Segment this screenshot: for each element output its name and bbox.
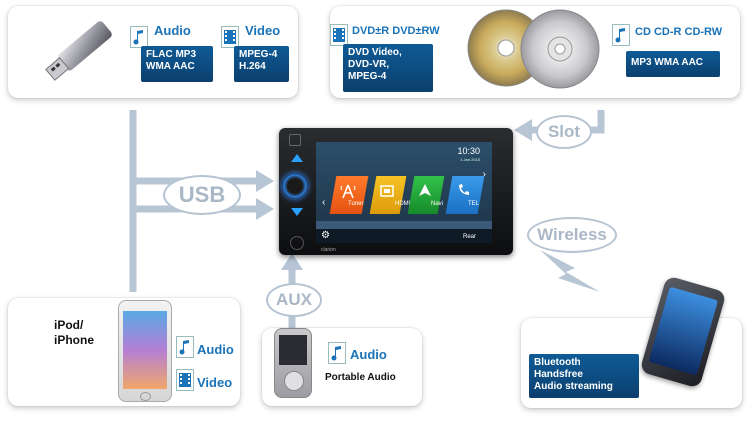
tile-hdmi-label: HDMI	[395, 201, 411, 207]
screen-bottom-bar	[316, 229, 492, 243]
wireless-bubble: Wireless	[527, 217, 617, 253]
usb-audio-title: Audio	[154, 23, 191, 38]
dvd-film-icon	[330, 24, 348, 46]
ipod-video-film-icon	[176, 369, 194, 391]
iphone-image	[118, 300, 172, 402]
disc-media-panel: DVD±R DVD±RW DVD Video, DVD-VR, MPEG-4 C…	[330, 6, 740, 98]
home-button[interactable]	[291, 208, 303, 216]
cd-formats: MP3 WMA AAC	[626, 51, 720, 77]
volume-knob[interactable]	[282, 173, 308, 199]
screen-next-arrow[interactable]: ›	[482, 169, 486, 180]
portable-player-image	[274, 328, 312, 398]
usb-stick-icon	[45, 21, 112, 81]
brand-label: clarion	[321, 247, 336, 253]
usb-arrow-lower	[256, 198, 274, 220]
cd-title: CD CD-R CD-RW	[635, 26, 723, 38]
usb-video-title: Video	[245, 23, 281, 38]
audio-note-icon	[130, 26, 148, 48]
portable-device-label: Portable Audio	[325, 372, 396, 383]
ipod-panel: iPod/ iPhone Audio Video	[8, 298, 240, 406]
video-film-icon	[221, 26, 239, 48]
aux-bubble: AUX	[266, 283, 322, 317]
tile-tuner-label: Tuner	[348, 201, 364, 207]
portable-audio-panel: Audio Portable Audio	[262, 328, 422, 406]
slot-arrow	[514, 119, 532, 141]
screen-rear-label[interactable]: Rear	[462, 234, 476, 240]
screen-prev-arrow[interactable]: ‹	[322, 197, 326, 208]
dvd-formats: DVD Video, DVD-VR, MPEG-4	[343, 44, 433, 92]
usb-video-formats: MPEG-4 H.264	[234, 46, 289, 82]
ipod-device-label: iPod/ iPhone	[54, 318, 95, 347]
usb-audio-formats: FLAC MP3 WMA AAC	[141, 46, 213, 82]
screen-status-bar	[316, 221, 492, 229]
eject-button[interactable]	[291, 154, 303, 162]
tile-navi-label: Navi	[431, 201, 444, 207]
usb-media-panel: Audio FLAC MP3 WMA AAC Video MPEG-4 H.26…	[8, 6, 298, 98]
usb-arrow-upper	[256, 170, 274, 192]
bluetooth-features: Bluetooth Handsfree Audio streaming	[529, 354, 639, 398]
navigation-icon	[419, 184, 431, 196]
aux-arrow	[281, 253, 303, 270]
head-unit-screen[interactable]: 10:30 1 Jan 2015 › ‹ Tuner HDMI Navi TEL…	[316, 142, 492, 243]
cd-note-icon	[612, 24, 630, 46]
power-button[interactable]	[289, 134, 301, 146]
head-unit: 10:30 1 Jan 2015 › ‹ Tuner HDMI Navi TEL…	[279, 128, 513, 255]
screen-time: 10:30	[457, 146, 480, 156]
screen-date: 1 Jan 2015	[460, 157, 480, 162]
ipod-audio-label: Audio	[197, 342, 234, 357]
ipod-audio-note-icon	[176, 336, 194, 358]
antenna-icon	[340, 184, 356, 199]
nav-button[interactable]	[290, 236, 304, 250]
slot-bubble: Slot	[536, 115, 592, 149]
disc-icon	[467, 9, 600, 89]
settings-gear-icon[interactable]: ⚙	[321, 230, 330, 241]
tile-tel-label: TEL	[468, 201, 480, 207]
phone-icon	[459, 184, 469, 195]
usb-bubble: USB	[163, 175, 241, 215]
portable-audio-note-icon	[328, 342, 346, 364]
hdmi-icon	[380, 185, 394, 197]
portable-audio-label: Audio	[350, 347, 387, 362]
dvd-title: DVD±R DVD±RW	[352, 25, 440, 37]
wireless-bolt-icon	[540, 250, 600, 292]
ipod-video-label: Video	[197, 375, 233, 390]
